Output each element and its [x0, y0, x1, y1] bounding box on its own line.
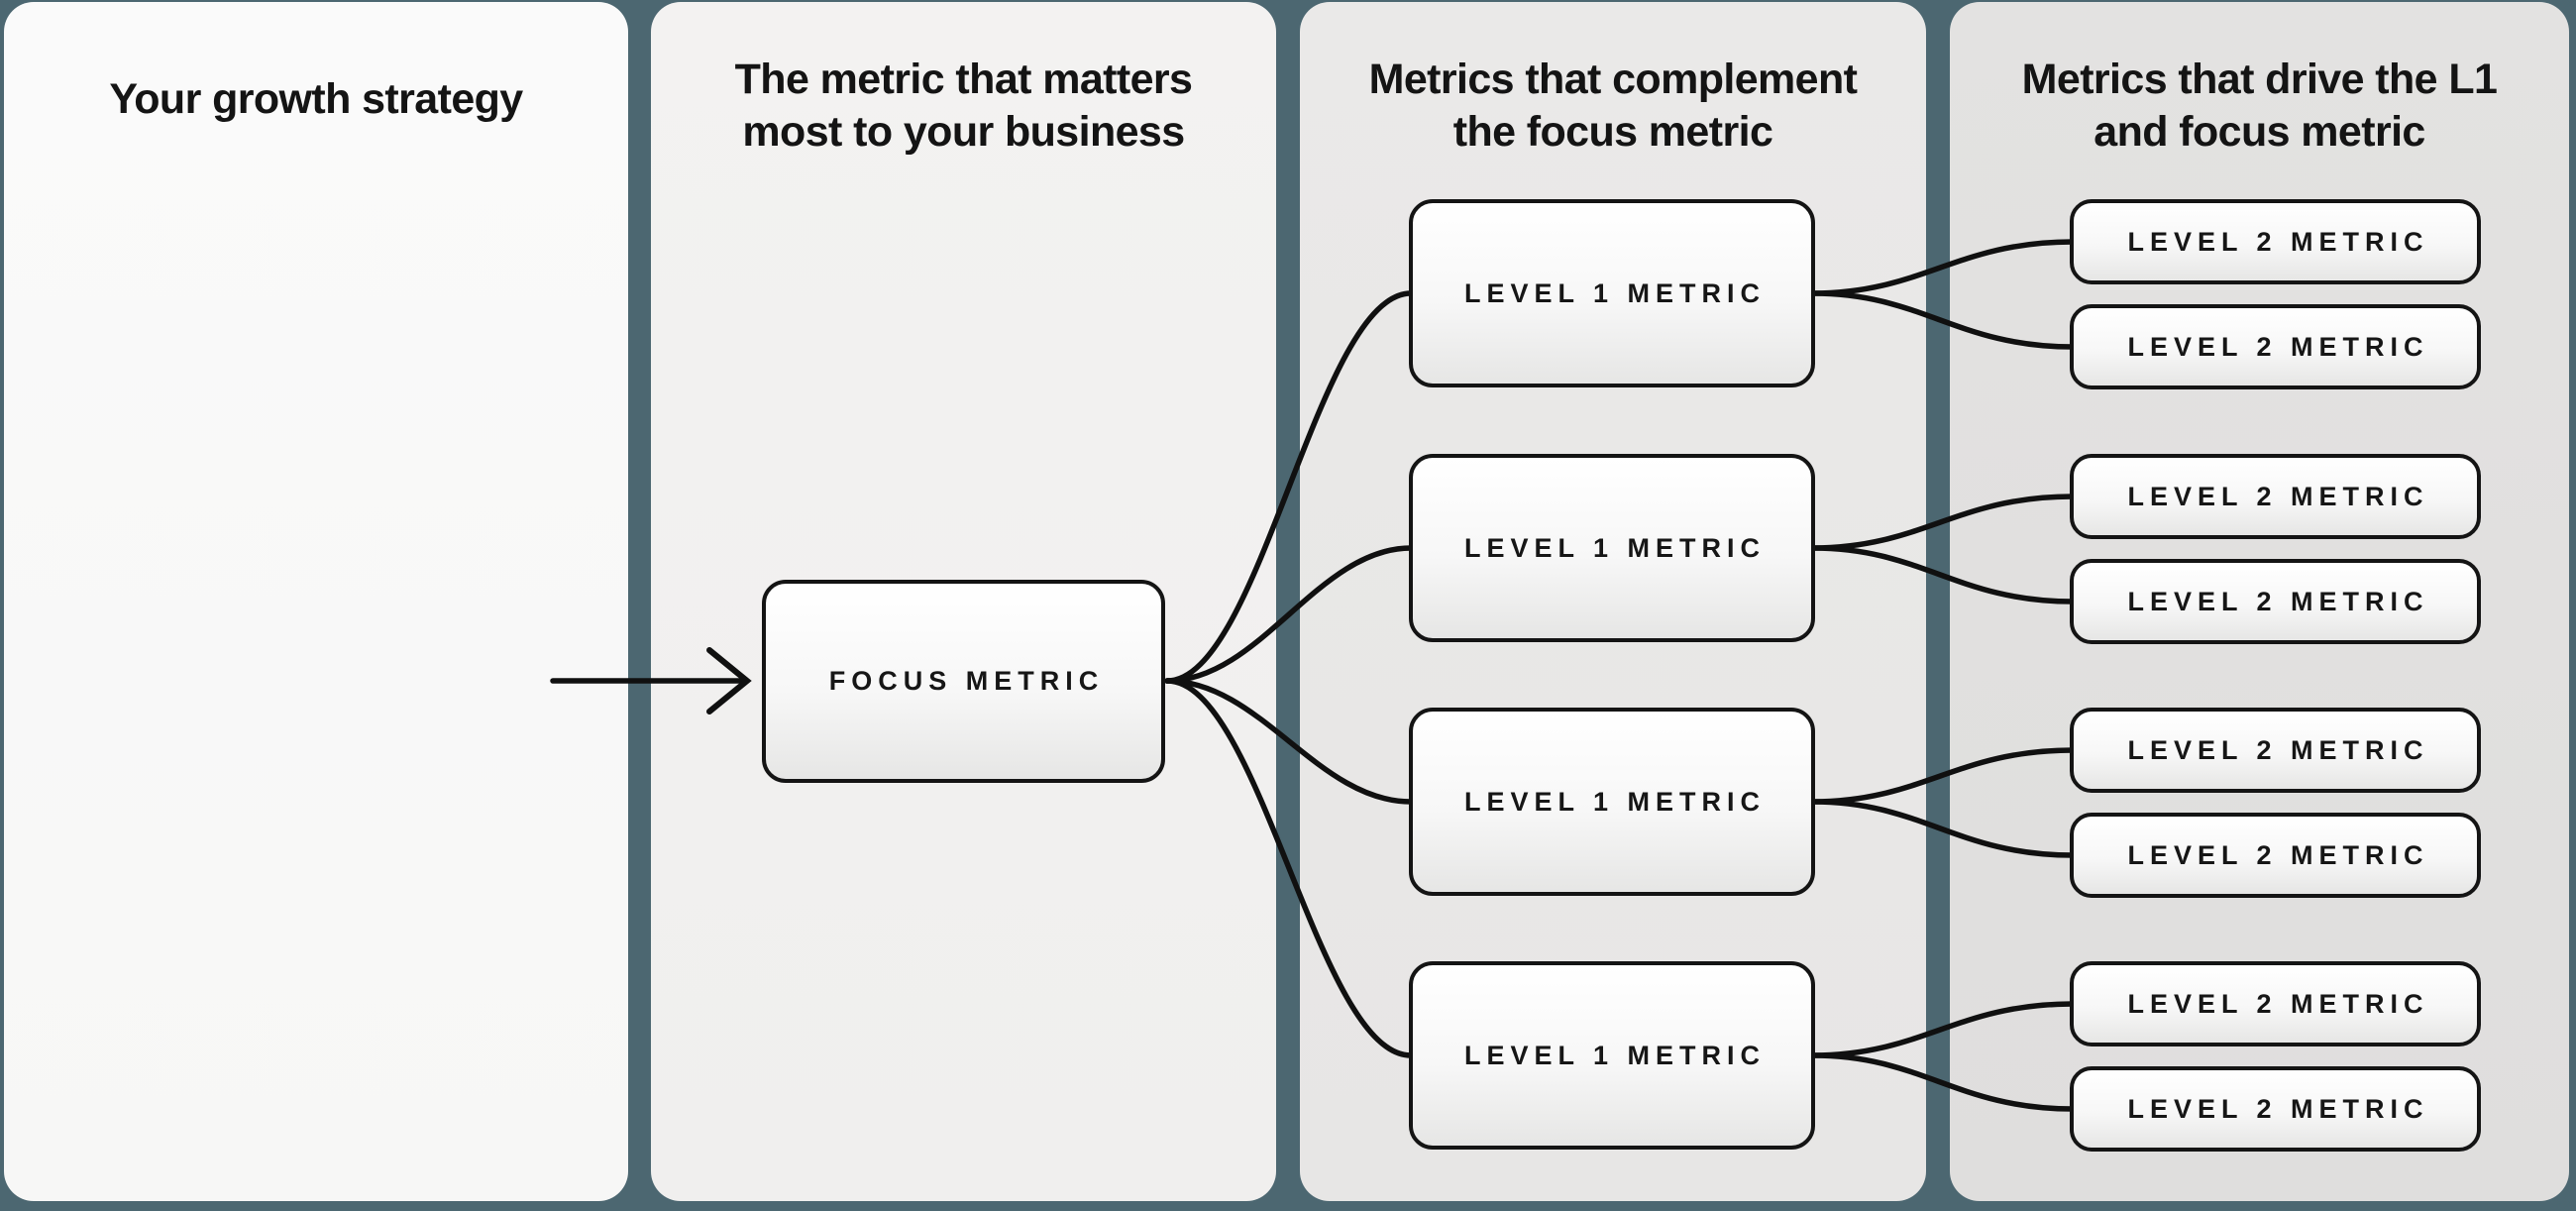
panel-title-growth-strategy: Your growth strategy [109, 75, 523, 123]
level2-metric-box: LEVEL 2 METRIC [2070, 1066, 2481, 1152]
level1-metric-box: LEVEL 1 METRIC [1409, 961, 1815, 1150]
focus-metric-box: FOCUS METRIC [762, 580, 1165, 783]
level1-metric-box: LEVEL 1 METRIC [1409, 454, 1815, 642]
level2-metric-box: LEVEL 2 METRIC [2070, 199, 2481, 284]
panel-title-level2-metrics: Metrics that drive the L1 and focus metr… [2021, 55, 2498, 156]
panel-title-focus-metric: The metric that matters most to your bus… [734, 55, 1193, 156]
level2-metric-box: LEVEL 2 METRIC [2070, 454, 2481, 539]
level1-metric-box: LEVEL 1 METRIC [1409, 708, 1815, 896]
level2-metric-box: LEVEL 2 METRIC [2070, 813, 2481, 898]
level2-metric-box: LEVEL 2 METRIC [2070, 559, 2481, 644]
level2-metric-box: LEVEL 2 METRIC [2070, 708, 2481, 793]
level2-metric-box: LEVEL 2 METRIC [2070, 961, 2481, 1046]
panel-title-level1-metrics: Metrics that complement the focus metric [1368, 55, 1858, 156]
level1-metric-box: LEVEL 1 METRIC [1409, 199, 1815, 387]
panel-growth-strategy: Your growth strategy [4, 2, 628, 1201]
level2-metric-box: LEVEL 2 METRIC [2070, 304, 2481, 389]
